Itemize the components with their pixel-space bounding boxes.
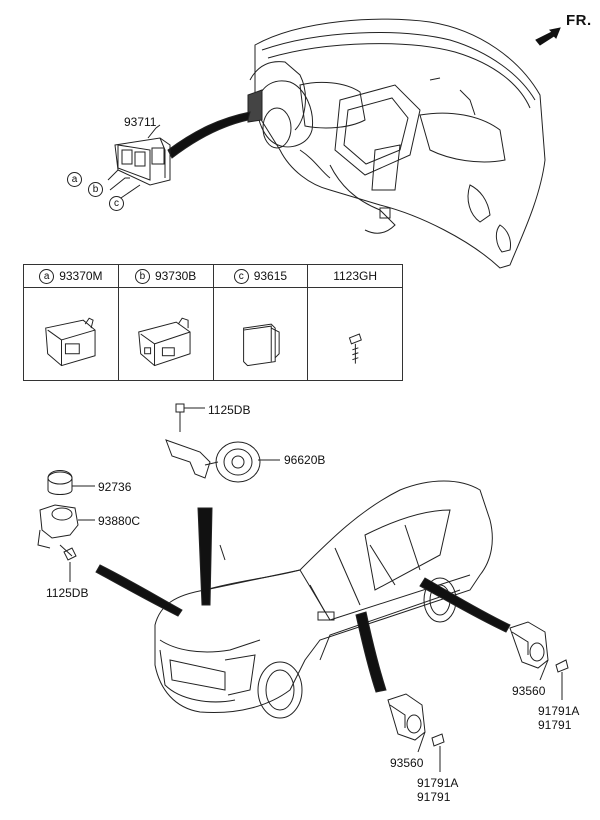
callout-b: b: [88, 182, 103, 197]
part-label-rear-door-screw-1: 91791A: [538, 704, 580, 718]
part-label-rear-door-switch: 93560: [512, 684, 546, 698]
callout-c: c: [109, 196, 124, 211]
parts-table-header-cell: c 93615: [212, 264, 309, 288]
front-door-switch-drawing: [387, 693, 445, 772]
car-drawing: [154, 480, 493, 719]
hood-leader-arrow: [95, 564, 183, 617]
part-label-front-door-screw-2: 91791: [417, 790, 451, 804]
front-door-leader-arrow: [355, 611, 387, 693]
switch-assembly-drawing: [107, 124, 171, 201]
table-part-93370M: 93370M: [59, 269, 103, 283]
parts-table-image-cell: [212, 287, 309, 381]
parts-table-header-cell: a 93370M: [23, 264, 119, 288]
part-label-93711: 93711: [124, 115, 157, 129]
dashboard-drawing: [247, 18, 546, 269]
horn-leader-arrow: [197, 507, 213, 606]
screw-1123GH-icon: [349, 333, 363, 364]
table-callout-a: a: [39, 268, 55, 284]
horn-drawing: [165, 403, 280, 483]
switch-93370M-icon: [45, 317, 96, 367]
hood-switch-drawing: [37, 470, 95, 582]
part-label-hood-cap: 92736: [98, 480, 132, 494]
part-label-hood-bolt: 1125DB: [46, 586, 89, 600]
table-callout-b: b: [134, 268, 150, 284]
switch-93730B-icon: [137, 317, 191, 367]
parts-table-image-cell: [117, 287, 214, 381]
part-label-horn: 96620B: [284, 453, 326, 467]
parts-table-image-cell: [23, 287, 119, 381]
part-label-horn-bolt: 1125DB: [208, 403, 251, 417]
part-label-hood-switch: 93880C: [98, 514, 141, 528]
table-callout-c: c: [233, 268, 249, 284]
switch-93615-icon: [242, 323, 280, 367]
dash-leader-arrow: [167, 111, 251, 159]
parts-table-image-cell: [307, 287, 403, 381]
table-part-93730B: 93730B: [154, 269, 197, 283]
fr-label: FR.: [566, 12, 592, 29]
part-label-rear-door-screw-2: 91791: [538, 718, 572, 732]
parts-table-image-row: [23, 287, 403, 381]
part-label-front-door-screw-1: 91791A: [417, 776, 459, 790]
callout-a: a: [67, 172, 82, 187]
table-part-93615: 93615: [253, 269, 288, 283]
rear-door-switch-drawing: [509, 621, 569, 700]
parts-table: a 93370M b 93730B c 93615 1123GH: [23, 264, 403, 381]
parts-table-header: a 93370M b 93730B c 93615 1123GH: [23, 264, 403, 288]
table-part-1123GH: 1123GH: [333, 269, 378, 283]
fr-arrow-icon: [535, 27, 561, 46]
parts-table-header-cell: b 93730B: [117, 264, 214, 288]
parts-table-header-cell: 1123GH: [307, 264, 403, 288]
rear-door-leader-arrow: [419, 577, 511, 633]
part-label-front-door-switch: 93560: [390, 756, 424, 770]
